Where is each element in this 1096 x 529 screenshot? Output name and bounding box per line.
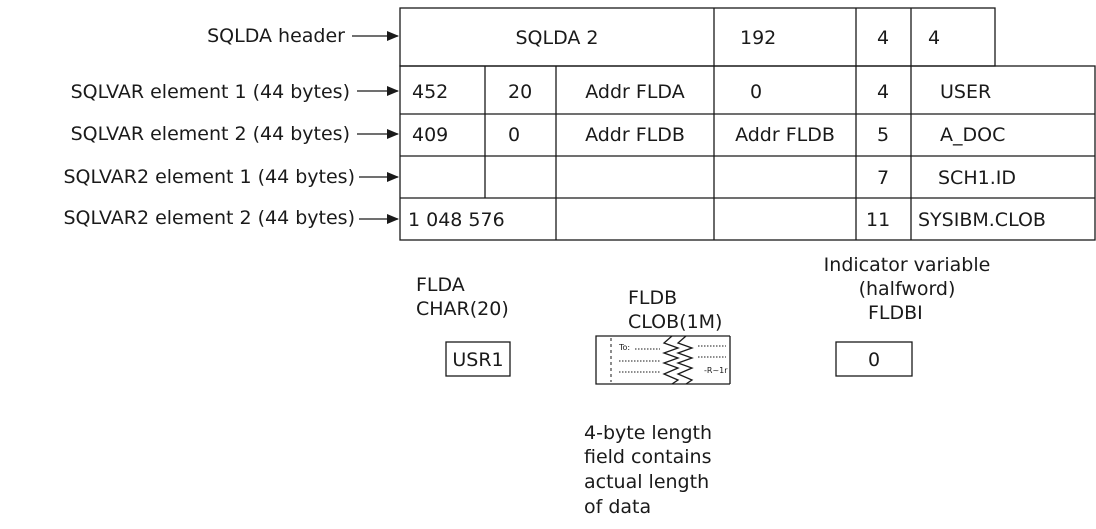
length-note-line-3: actual length bbox=[584, 471, 709, 493]
sqlvar1-namelen: 4 bbox=[877, 81, 889, 103]
row-label-sqlvar2-2: SQLVAR2 element 2 (44 bytes) bbox=[63, 207, 355, 229]
length-note-line-2: field contains bbox=[584, 446, 711, 468]
row-label-sqlvar-1: SQLVAR element 1 (44 bytes) bbox=[71, 81, 350, 103]
sqlvar2-2-len: 1 048 576 bbox=[408, 209, 505, 231]
sqlvar2-name: A_DOC bbox=[940, 124, 1005, 146]
header-sqldaid: SQLDA 2 bbox=[515, 27, 598, 49]
sqlvar2-namelen: 5 bbox=[877, 124, 889, 146]
sqlvar2-len: 0 bbox=[508, 124, 520, 146]
sqlvar2-data: Addr FLDB bbox=[585, 124, 685, 146]
sqlvar1-name: USER bbox=[940, 81, 991, 103]
fldb-type: CLOB(1M) bbox=[628, 311, 722, 333]
header-sqln: 4 bbox=[877, 27, 889, 49]
fldbi-caption-2: (halfword) bbox=[859, 278, 956, 300]
row-label-sqlvar2-1: SQLVAR2 element 1 (44 bytes) bbox=[63, 166, 355, 188]
signature-mark: -R~1r bbox=[704, 366, 728, 375]
sqlvar2-1-namelen: 7 bbox=[877, 167, 889, 189]
fldbi-value: 0 bbox=[868, 349, 880, 371]
sqlvar1-ind: 0 bbox=[750, 81, 762, 103]
sqlvar2-1-name: SCH1.ID bbox=[938, 167, 1016, 189]
flda-value: USR1 bbox=[452, 349, 503, 371]
sqlvar2-ind: Addr FLDB bbox=[735, 124, 835, 146]
length-note-line-4: of data bbox=[584, 496, 651, 518]
length-note-line-1: 4-byte length bbox=[584, 422, 712, 444]
fldbi-caption-3: FLDBI bbox=[868, 302, 923, 324]
sqlda-table bbox=[399, 7, 1096, 241]
header-sqld: 4 bbox=[928, 27, 940, 49]
body-rows-box bbox=[399, 65, 1096, 241]
sqlvar1-len: 20 bbox=[508, 81, 532, 103]
sqlvar2-2-name: SYSIBM.CLOB bbox=[918, 209, 1046, 231]
flda-type: CHAR(20) bbox=[416, 298, 509, 320]
letter-to-text: To: bbox=[618, 343, 630, 352]
sqlvar1-data: Addr FLDA bbox=[585, 81, 684, 103]
header-sqldabc: 192 bbox=[740, 27, 776, 49]
sqlvar2-type: 409 bbox=[412, 124, 448, 146]
row-label-sqlda-header: SQLDA header bbox=[207, 25, 345, 47]
fldb-name: FLDB bbox=[628, 287, 677, 309]
sqlvar1-type: 452 bbox=[412, 81, 448, 103]
fldbi-box bbox=[835, 341, 913, 377]
sqlvar2-2-namelen: 11 bbox=[866, 209, 890, 231]
flda-name: FLDA bbox=[416, 274, 465, 296]
fldbi-caption-1: Indicator variable bbox=[824, 254, 991, 276]
header-row-box bbox=[399, 7, 996, 67]
flda-box bbox=[445, 341, 511, 377]
clob-document-icon: To: -R~1r bbox=[595, 335, 731, 385]
row-label-sqlvar-2: SQLVAR element 2 (44 bytes) bbox=[71, 123, 350, 145]
